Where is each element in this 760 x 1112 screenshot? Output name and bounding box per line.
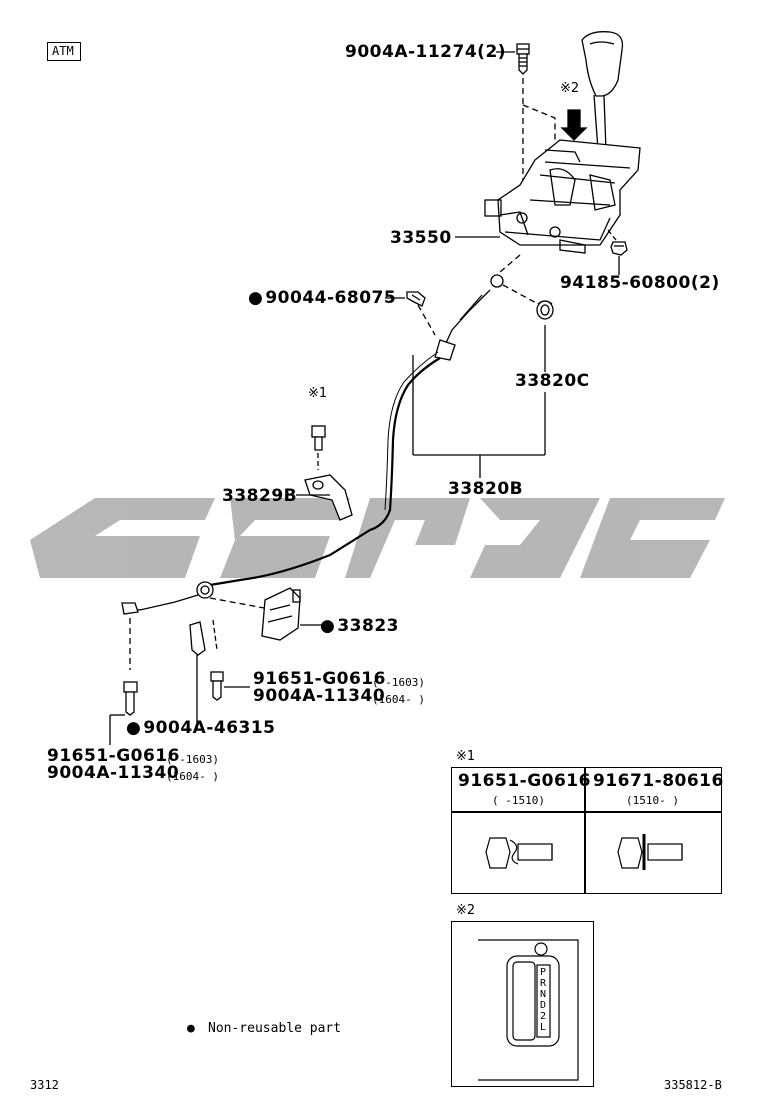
table1-col1-part[interactable]: 91651-G0616 [458, 771, 591, 791]
label-retainer[interactable]: 33823 [320, 617, 399, 635]
legend-text: Non-reusable part [208, 1021, 342, 1036]
bolt-mark1-icon [311, 425, 326, 451]
label-shift-lever[interactable]: 33550 [390, 228, 452, 248]
label-note-mark-1: ※1 [308, 386, 328, 401]
label-bolt-mid-b[interactable]: 9004A-11340 [253, 686, 386, 706]
gate-letter-2: 2 [540, 1011, 546, 1022]
table1-col1-range: ( -1510) [492, 794, 545, 807]
label-bolt-low-a[interactable]: 91651-G0616 [47, 746, 180, 766]
gate-letter-l: L [540, 1022, 546, 1033]
label-bushing[interactable]: 33820C [515, 371, 590, 391]
lower-bracket-icon [189, 621, 206, 656]
table1-col2-range: (1510- ) [626, 794, 679, 807]
cable-end-lower-icon [121, 581, 214, 615]
table2-mark: ※2 [456, 903, 476, 918]
bolt-mid-icon [210, 671, 224, 701]
label-bolt-low-b[interactable]: 9004A-11340 [47, 763, 180, 783]
control-cable [209, 357, 441, 587]
atm-badge: ATM [47, 42, 81, 61]
watermark-logo [30, 498, 725, 578]
table-2 [451, 921, 594, 1087]
label-bolt-mid-a-range: ( -1603) [372, 676, 425, 689]
bolt-top-icon [516, 43, 530, 75]
label-bracket[interactable]: 33829B [222, 486, 298, 506]
label-nut-right[interactable]: 94185-60800(2) [560, 273, 720, 293]
bolt-91651-icon [485, 837, 553, 869]
shift-gate-icon [478, 939, 579, 1081]
label-cable-assy[interactable]: 33820B [448, 479, 524, 499]
figure-id: 335812-B [664, 1078, 722, 1092]
label-bolt-mid-b-range: (1604- ) [372, 693, 425, 706]
page-number: 3312 [30, 1078, 59, 1092]
shift-lever-assembly-icon [484, 139, 641, 254]
bracket-33829b-icon [304, 474, 353, 521]
label-note-mark-2: ※2 [560, 81, 580, 96]
retainer-33823-icon [261, 587, 301, 641]
label-bolt-low-a-range: ( -1603) [166, 753, 219, 766]
bolt-low-icon [123, 681, 138, 716]
table1-col2-part[interactable]: 91671-80616 [593, 771, 724, 791]
atm-badge-text: ATM [52, 44, 74, 58]
label-pin[interactable]: 9004A-46315 [126, 719, 276, 737]
label-bolt-low-b-range: (1604- ) [166, 770, 219, 783]
cable-end-upper-icon [434, 274, 504, 361]
clip-icon [406, 291, 426, 307]
label-bolt-mid-a[interactable]: 91651-G0616 [253, 669, 386, 689]
label-clip[interactable]: 90044-68075 [248, 289, 396, 307]
bushing-icon [536, 300, 554, 320]
gate-letter-d: D [540, 1000, 546, 1011]
shift-knob-icon [581, 31, 624, 151]
table-1: 91651-G0616 ( -1510) 91671-80616 (1510- … [451, 767, 724, 894]
legend-symbol: ● [187, 1021, 195, 1036]
gate-letter-n: N [540, 989, 546, 1000]
gate-letter-r: R [540, 978, 547, 989]
label-bolt-top[interactable]: 9004A-11274(2) [345, 42, 507, 62]
bolt-91671-icon [617, 834, 683, 870]
table1-mark: ※1 [456, 749, 476, 764]
gate-letter-p: P [540, 967, 546, 978]
nut-right-icon [610, 241, 628, 256]
